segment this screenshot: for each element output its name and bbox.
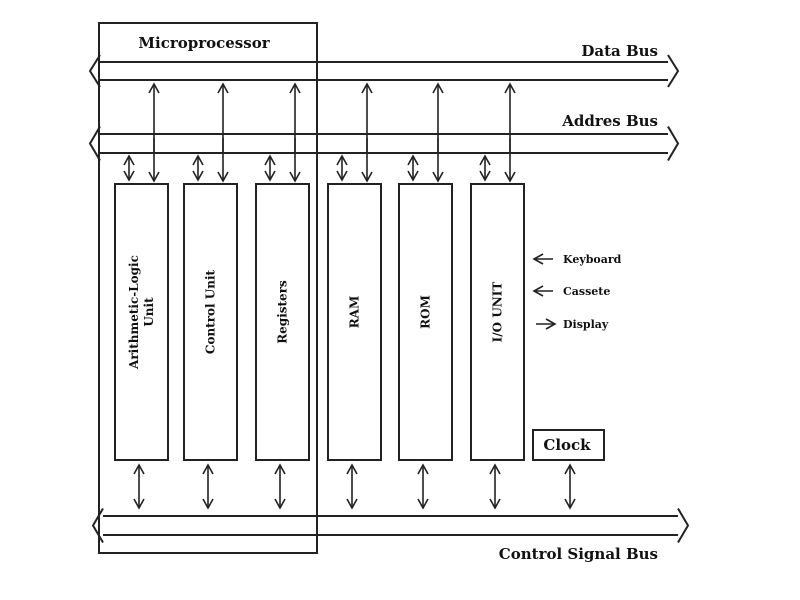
io-device-2: Display (536, 318, 609, 331)
unit-5: I/O UNIT (470, 183, 525, 461)
unit-label: RAM (348, 296, 362, 329)
microprocessor-box (98, 22, 318, 554)
control-signal-bus (91, 507, 690, 544)
data-bus-label: Data Bus (581, 42, 658, 60)
io-device-label: Display (563, 318, 609, 331)
unit-label: Registers (276, 280, 290, 344)
address-bus-lines (88, 125, 680, 162)
address-bus-label: Addres Bus (561, 112, 658, 130)
io-device-label: Cassete (563, 285, 610, 298)
address-bus (88, 125, 680, 162)
io-device-label: Keyboard (563, 253, 622, 266)
unit-4: ROM (398, 183, 453, 461)
bus-lines (88, 54, 690, 544)
unit-label: ROM (419, 295, 433, 329)
unit-box (183, 183, 238, 461)
data-bus-lines (88, 54, 680, 88)
clock-box (532, 429, 605, 461)
unit-label: Unit (142, 297, 156, 327)
unit-box (255, 183, 310, 461)
control-signal-bus-lines (91, 507, 690, 544)
bus-connectors (123, 82, 576, 510)
microprocessor-label: Microprocessor (138, 34, 270, 52)
unit-3: RAM (327, 183, 382, 461)
unit-box (470, 183, 525, 461)
control-bus-label: Control Signal Bus (499, 545, 658, 563)
unit-label: I/O UNIT (491, 282, 505, 343)
io-device-0: Keyboard (532, 253, 622, 266)
unit-label: Arithmetic-Logic (127, 255, 141, 370)
unit-label: Control Unit (204, 269, 218, 354)
unit-2: Registers (255, 183, 310, 461)
unit-box (114, 183, 169, 461)
unit-box (398, 183, 453, 461)
unit-box (327, 183, 382, 461)
unit-1: Control Unit (183, 183, 238, 461)
data-bus (88, 54, 680, 88)
clock-label: Clock (543, 436, 591, 454)
io-device-1: Cassete (532, 285, 610, 298)
